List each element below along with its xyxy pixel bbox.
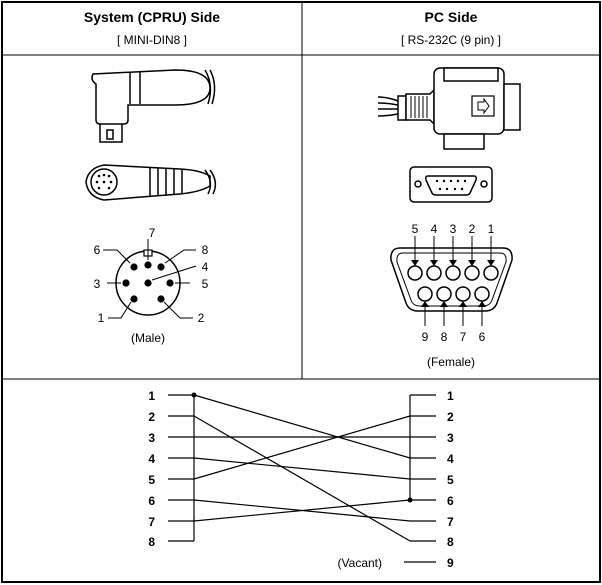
right-pin-6: 6 (447, 494, 454, 508)
right-pin-5: 5 (447, 473, 454, 487)
mini-din-plug-side-illustration (91, 69, 216, 143)
left-junction-dot (191, 392, 197, 398)
mini-din-plug-end-illustration (85, 164, 217, 201)
db9-gender-label: (Female) (427, 355, 475, 369)
mini-din-pin-8 (157, 263, 165, 271)
right-pin-3: 3 (447, 431, 454, 445)
db9-socket-4 (426, 265, 442, 281)
left-header-subtitle: [ MINI-DIN8 ] (117, 33, 187, 47)
mini-din-label-4: 4 (202, 260, 209, 274)
left-header-title: System (CPRU) Side (84, 9, 220, 25)
mini-din-label-7: 7 (149, 226, 156, 240)
mini-din-label-2: 2 (198, 311, 205, 325)
right-pin-8: 8 (447, 535, 454, 549)
db9-label-5: 5 (412, 222, 419, 236)
mini-din-pin-7 (144, 261, 152, 269)
left-pin-2: 2 (148, 410, 155, 424)
mini-din-gender-label: (Male) (131, 331, 165, 345)
mini-din-pin-6 (130, 263, 138, 271)
right-header-title: PC Side (425, 9, 478, 25)
db9-socket-1 (483, 265, 499, 281)
db9-label-1: 1 (488, 222, 495, 236)
left-pin-8: 8 (148, 535, 155, 549)
db9-label-3: 3 (450, 222, 457, 236)
right-pin-2: 2 (447, 410, 454, 424)
db9-connector-side-illustration (377, 67, 521, 150)
mini-din-pin-4 (144, 279, 152, 287)
right-pin-9: 9 (447, 556, 454, 570)
mini-din-pin-3 (122, 279, 130, 287)
db9-label-2: 2 (469, 222, 476, 236)
mini-din-label-1: 1 (98, 311, 105, 325)
right-pin-7: 7 (447, 515, 454, 529)
left-pin-4: 4 (148, 452, 155, 466)
left-pin-7: 7 (148, 515, 155, 529)
vacant-label: (Vacant) (338, 556, 382, 570)
mini-din-label-5: 5 (202, 277, 209, 291)
mini-din-pin-2 (157, 295, 165, 303)
db9-label-9: 9 (422, 330, 429, 344)
right-pin-1: 1 (447, 389, 454, 403)
mini-din-label-3: 3 (94, 277, 101, 291)
right-junction-dot (407, 497, 413, 503)
right-pin-4: 4 (447, 452, 454, 466)
left-pin-3: 3 (148, 431, 155, 445)
left-pin-5: 5 (148, 473, 155, 487)
db9-label-7: 7 (460, 330, 467, 344)
mini-din-label-8: 8 (202, 243, 209, 257)
left-pin-1: 1 (148, 389, 155, 403)
db9-pinout: 5 4 3 2 1 9 8 7 6 (Female) (390, 222, 513, 369)
db9-connector-front-illustration (409, 166, 493, 203)
db9-socket-9 (417, 286, 433, 302)
left-pin-6: 6 (148, 494, 155, 508)
db9-socket-8 (436, 286, 452, 302)
right-header-subtitle: [ RS-232C (9 pin) ] (401, 33, 501, 47)
mini-din-pin-5 (166, 279, 174, 287)
wiring-diagram: 1 2 3 4 5 6 7 8 1 2 3 4 5 6 7 8 9 (Vacan… (148, 389, 454, 570)
db9-socket-3 (445, 265, 461, 281)
mini-din-label-6: 6 (94, 243, 101, 257)
mini-din-pin-1 (130, 295, 138, 303)
db9-label-6: 6 (479, 330, 486, 344)
db9-socket-6 (474, 286, 490, 302)
db9-label-4: 4 (431, 222, 438, 236)
db9-socket-5 (407, 265, 423, 281)
db9-socket-7 (455, 286, 471, 302)
db9-label-8: 8 (441, 330, 448, 344)
db9-socket-2 (464, 265, 480, 281)
mini-din-pinout: 1 2 3 4 5 6 7 8 (Male) (94, 226, 209, 345)
